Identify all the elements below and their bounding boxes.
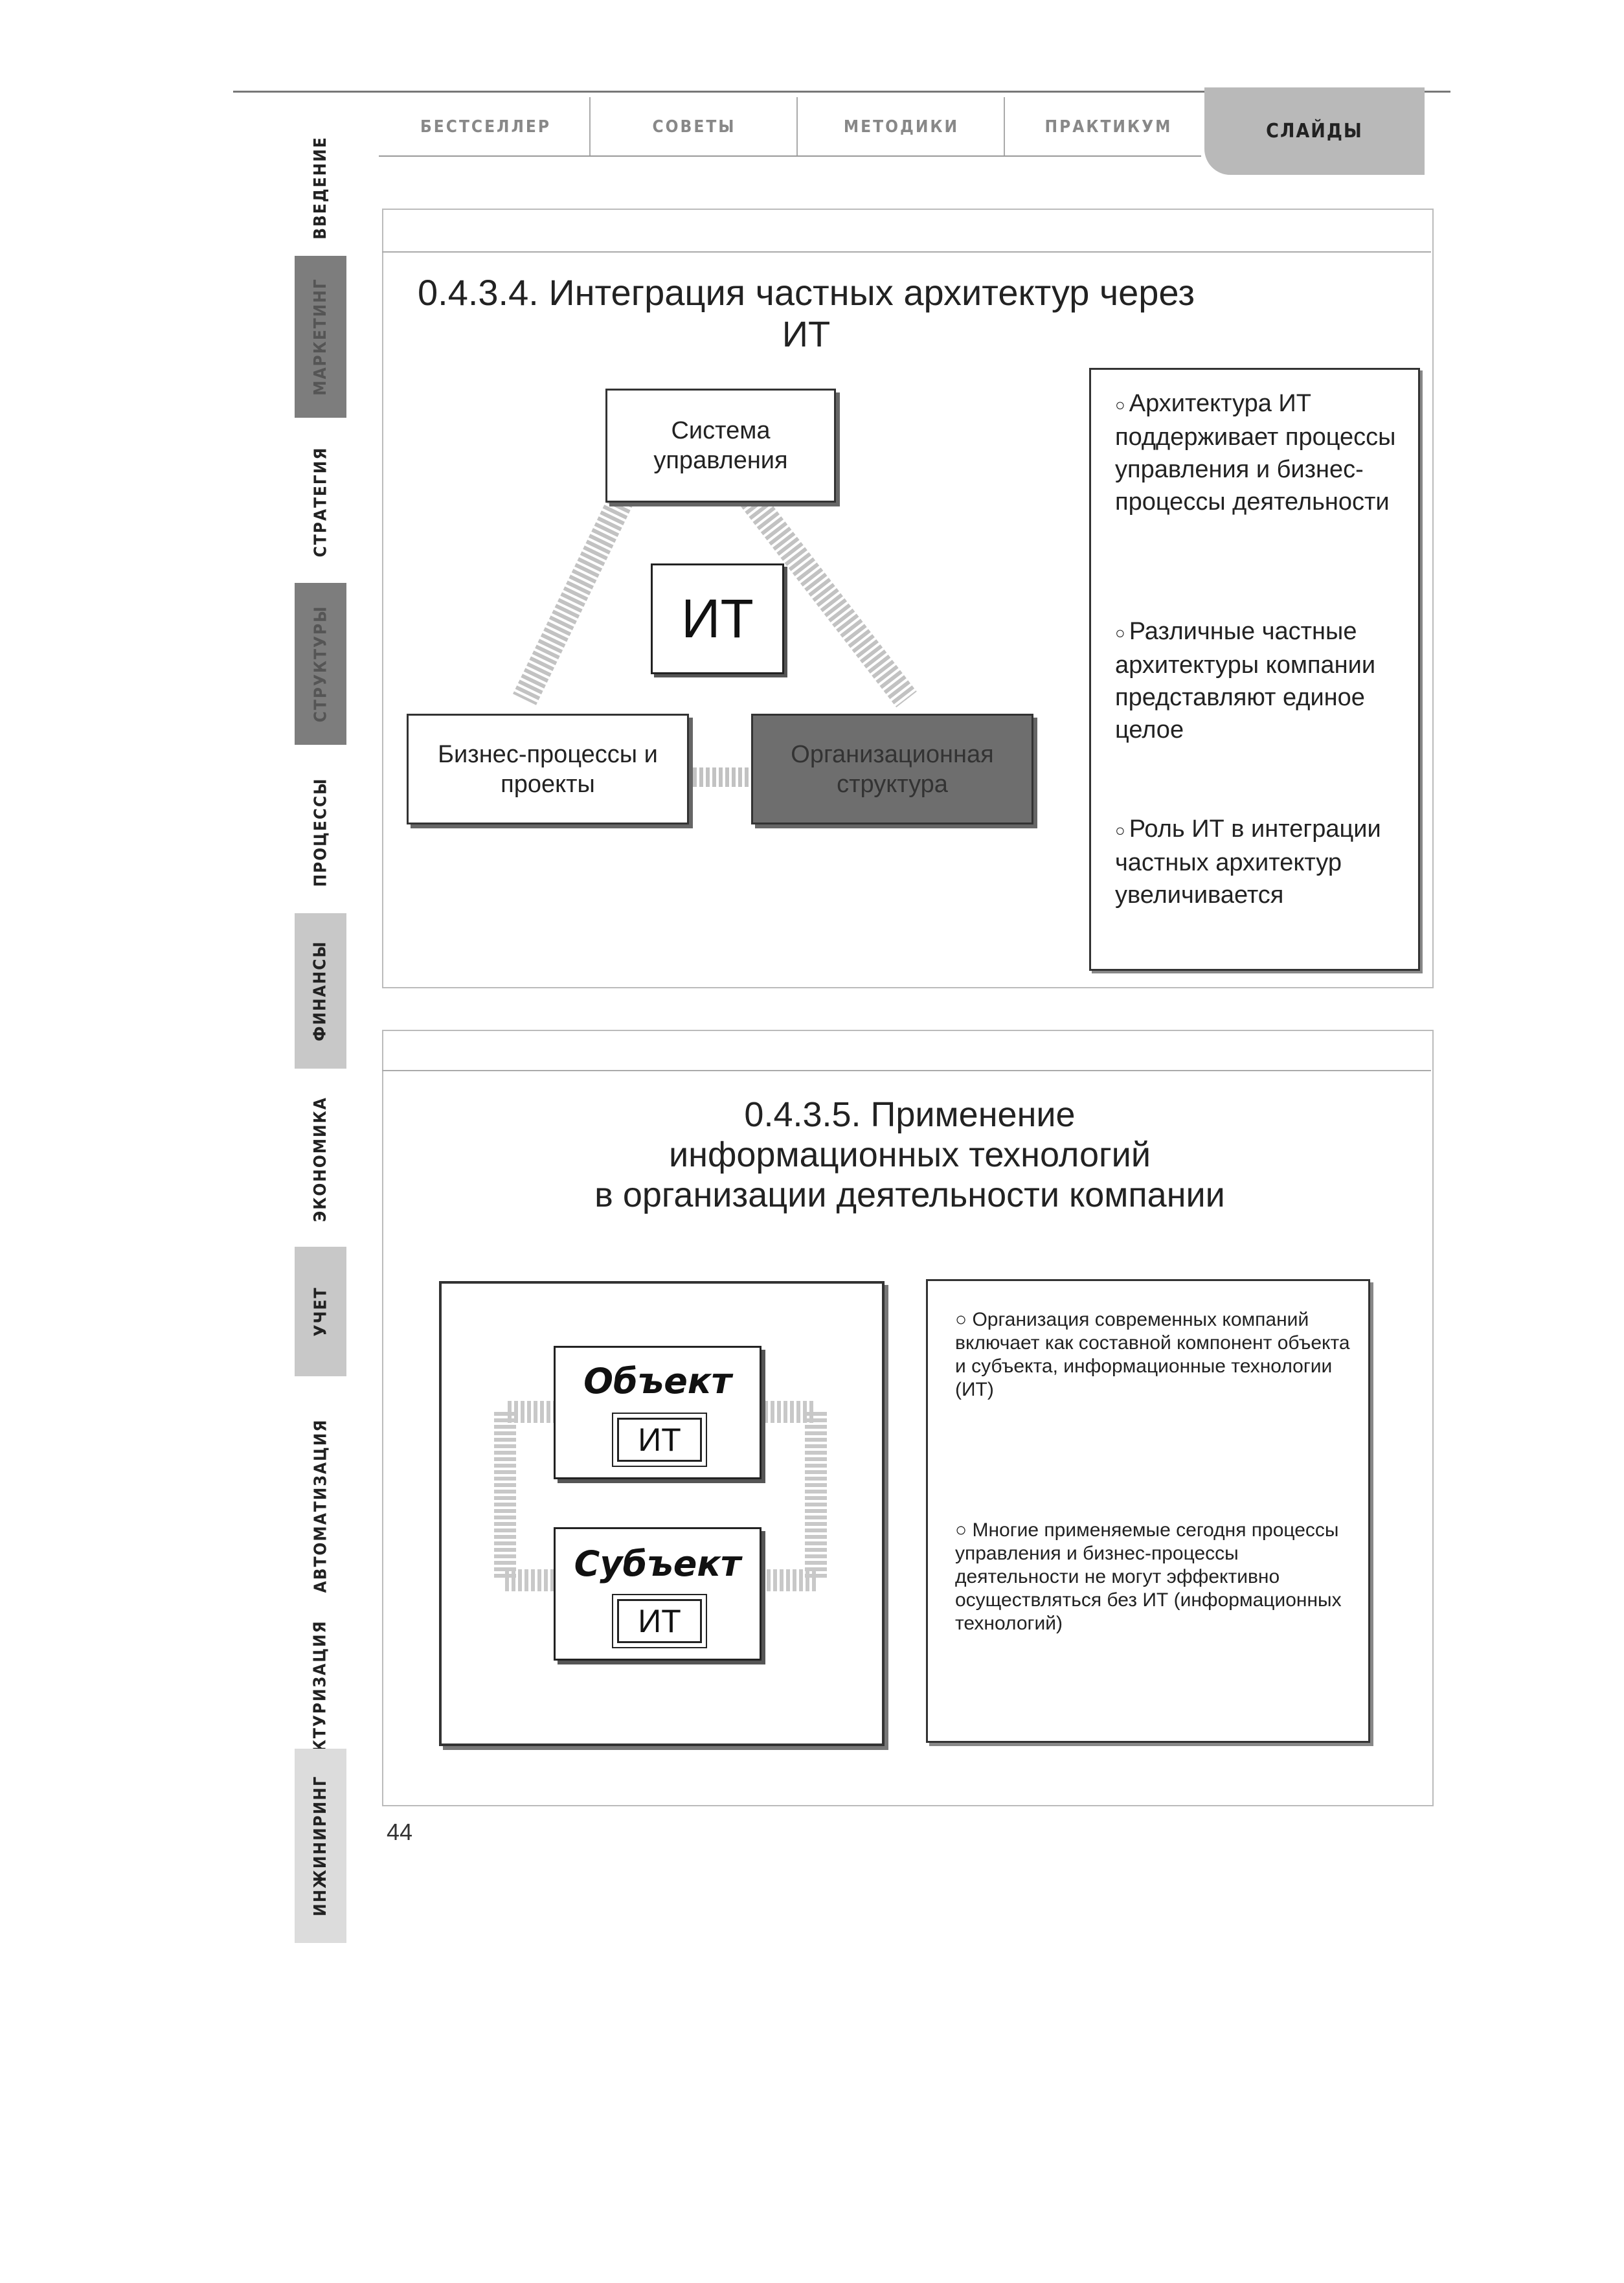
slide1-bullet-3: ○Роль ИТ в интеграции частных архитектур…: [1115, 815, 1381, 909]
slide-it-application: [382, 1030, 1434, 1806]
tab-methods[interactable]: МЕТОДИКИ: [796, 97, 1005, 157]
tab-underline: [379, 155, 1201, 157]
sidebar-item-accounting[interactable]: УЧЕТ: [295, 1247, 346, 1376]
sidebar-item-processes[interactable]: ПРОЦЕССЫ: [311, 777, 331, 887]
sidebar-item-engineering[interactable]: ИНЖИНИРИНГ: [295, 1749, 346, 1943]
diagram-connectors: [512, 490, 917, 787]
sidebar-item-strategy[interactable]: СТРАТЕГИЯ: [311, 446, 330, 558]
slide2-bullet-2: ○ Многие применяемые сегодня процессы уп…: [955, 1519, 1342, 1634]
bullet-circle-icon: ○: [955, 1309, 973, 1330]
object-subject-connector: [494, 1401, 827, 1591]
card-object-it: ИТ: [612, 1413, 707, 1467]
card-subject-it: ИТ: [612, 1594, 707, 1648]
node-it: ИТ: [651, 563, 784, 674]
sidebar-item-marketing[interactable]: МАРКЕТИНГ: [295, 256, 346, 418]
card-object: Объект ИТ: [554, 1346, 761, 1479]
slide-integration: [382, 209, 1434, 988]
card-object-label: Объект: [583, 1361, 732, 1402]
slide-title-2: 0.4.3.5. Применение информационных техно…: [453, 1095, 1366, 1215]
node-org-structure: Организационная структура: [751, 714, 1033, 824]
title-line-1: 0.4.3.5. Применение: [744, 1095, 1076, 1134]
slide1-bullet-1: ○Архитектура ИТ поддерживает процессы уп…: [1115, 390, 1396, 516]
sidebar-item-finance[interactable]: ФИНАНСЫ: [295, 913, 346, 1069]
card-subject-label: Субъект: [574, 1543, 741, 1584]
title-line-3: в организации деятельности компании: [594, 1176, 1225, 1214]
page-number: 44: [387, 1819, 413, 1845]
tab-practicum[interactable]: ПРАКТИКУМ: [1004, 97, 1212, 157]
sidebar-item-structures[interactable]: СТРУКТУРЫ: [295, 583, 346, 745]
panel-rule: [382, 251, 1431, 253]
bullet-circle-icon: ○: [955, 1519, 973, 1541]
sidebar-item-intro[interactable]: ВВЕДЕНИЕ: [311, 136, 330, 240]
sidebar-item-automation[interactable]: АВТОМАТИЗАЦИЯ: [311, 1418, 330, 1593]
slide2-bullet-1: ○ Организация современных компаний включ…: [955, 1309, 1350, 1400]
tab-tips[interactable]: СОВЕТЫ: [589, 97, 798, 157]
tab-slides[interactable]: СЛАЙДЫ: [1204, 87, 1425, 175]
bullet-circle-icon: ○: [1115, 820, 1125, 840]
sidebar-item-economics[interactable]: ЭКОНОМИКА: [311, 1096, 331, 1222]
title-line-2: информационных технологий: [668, 1135, 1151, 1174]
top-rule: [233, 91, 1450, 93]
slide1-bullet-2: ○Различные частные архитектуры компании …: [1115, 618, 1376, 744]
node-business-processes: Бизнес-процессы и проекты: [407, 714, 689, 824]
tab-bestseller[interactable]: БЕСТСЕЛЛЕР: [420, 117, 552, 137]
slide-title: 0.4.3.4. Интеграция частных архитектур ч…: [417, 272, 1195, 354]
slide2-bullets: [926, 1279, 1370, 1743]
slide1-bullets: [1089, 368, 1420, 971]
bullet-circle-icon: ○: [1115, 394, 1125, 415]
bullet-circle-icon: ○: [1115, 622, 1125, 642]
card-subject: Субъект ИТ: [554, 1527, 761, 1661]
node-management-system: Система управления: [605, 389, 836, 503]
panel-rule: [382, 1070, 1431, 1071]
